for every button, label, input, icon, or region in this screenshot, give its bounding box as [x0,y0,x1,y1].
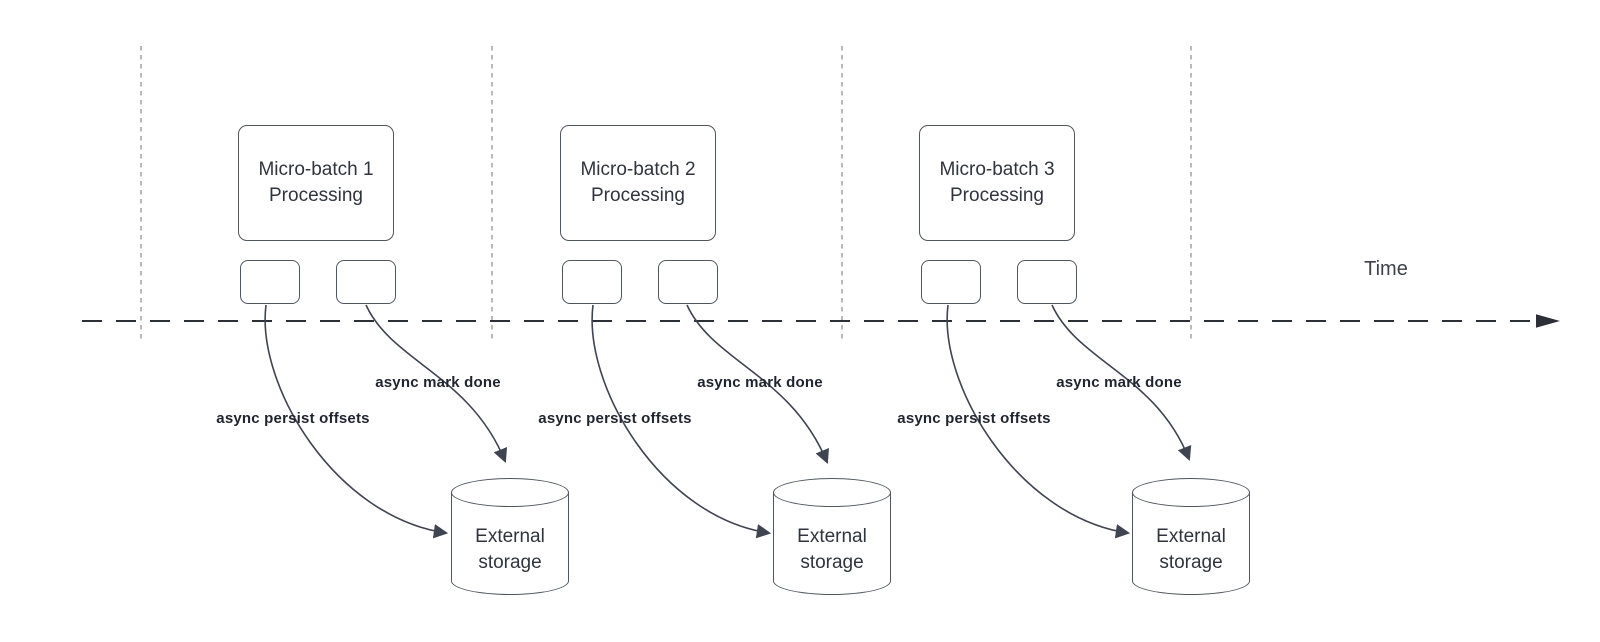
cylinder-top-ellipse [773,478,891,507]
external-storage-cylinder-3[interactable]: External storage [1132,478,1250,595]
persist-offsets-arrow-2 [591,304,772,539]
micro-batch-2-processing-box[interactable]: Micro-batch 2 Processing [560,125,716,241]
persist-offsets-label-1: async persist offsets [216,410,370,427]
external-storage-label-2: External storage [797,526,867,573]
mark-done-task-box-1[interactable] [336,260,396,304]
external-storage-cylinder-1[interactable]: External storage [451,478,569,595]
cylinder-body [1132,492,1250,595]
persist-offsets-label-2: async persist offsets [538,410,692,427]
mark-done-task-box-2[interactable] [658,260,718,304]
external-storage-label-1: External storage [475,526,545,573]
micro-batch-group-1: Micro-batch 1 Processing async persist o… [216,0,578,642]
cylinder-top-ellipse [1132,478,1250,507]
persist-offsets-label-3: async persist offsets [897,410,1051,427]
micro-batch-group-3: Micro-batch 3 Processing async persist o… [897,0,1259,642]
micro-batch-3-processing-box[interactable]: Micro-batch 3 Processing [919,125,1075,241]
mark-done-arrow-1 [365,304,508,464]
persist-offsets-task-box-1[interactable] [240,260,300,304]
cylinder-body [451,492,569,595]
persist-offsets-arrow-3 [946,304,1131,539]
mark-done-task-box-3[interactable] [1017,260,1077,304]
micro-batch-1-processing-box[interactable]: Micro-batch 1 Processing [238,125,394,241]
cylinder-top-ellipse [451,478,569,507]
cylinder-body [773,492,891,595]
mark-done-label-1: async mark done [375,374,501,391]
mark-done-arrow-2 [686,304,829,464]
external-storage-label-3: External storage [1156,526,1226,573]
micro-batch-2-label: Micro-batch 2 Processing [580,159,696,206]
micro-batch-group-2: Micro-batch 2 Processing async persist o… [538,0,900,642]
mark-done-label-3: async mark done [1056,374,1182,391]
mark-done-label-2: async mark done [697,374,823,391]
mark-done-arrow-3 [1051,304,1192,462]
time-axis-label: Time [1364,258,1408,280]
external-storage-cylinder-2[interactable]: External storage [773,478,891,595]
persist-offsets-task-box-2[interactable] [562,260,622,304]
micro-batch-3-label: Micro-batch 3 Processing [939,159,1055,206]
micro-batch-1-label: Micro-batch 1 Processing [258,159,374,206]
persist-offsets-task-box-3[interactable] [921,260,981,304]
persist-offsets-arrow-1 [264,304,449,539]
